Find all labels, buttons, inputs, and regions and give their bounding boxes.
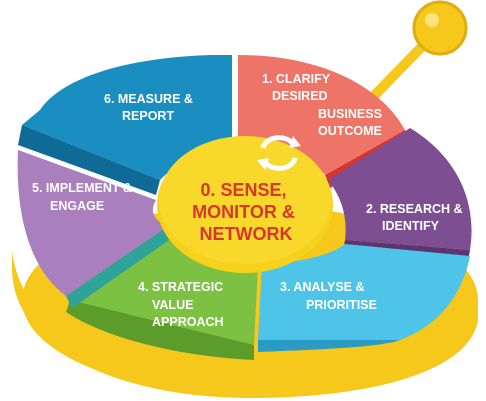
segment-label-research: 2. RESEARCH & IDENTIFY [366,202,466,233]
segment-analyse [258,244,470,340]
segment-research [328,128,472,250]
center-label-line-1: 0. SENSE, [200,180,286,200]
segment-label-analyse: 3. ANALYSE & PRIORITISE [280,280,377,312]
center-label-line-2: MONITOR & [192,202,295,222]
segment-label-measure: 6. MEASURE & REPORT [104,92,196,123]
refresh-cycle-icon [257,135,301,171]
segment-measure [22,55,232,180]
center-circle-highlight [159,136,331,264]
segment-measure-edge [18,125,160,195]
segment-label-strategic: 4. STRATEGIC VALUE APPROACH [138,280,227,329]
segment-strategic-edge [66,300,254,360]
pushpin-icon [367,0,468,103]
center-label-line-3: NETWORK [200,224,293,244]
segment-implement [17,150,169,296]
segment-label-clarify: 1. CLARIFY DESIRED BUSINESS OUTCOME [262,72,385,138]
segment-label-implement: 5. IMPLEMENT & ENGAGE [32,181,136,213]
center-label: 0. SENSE, MONITOR & NETWORK [192,180,300,244]
segment-implement-edge [66,226,172,308]
segment-analyse-edge [258,340,400,352]
